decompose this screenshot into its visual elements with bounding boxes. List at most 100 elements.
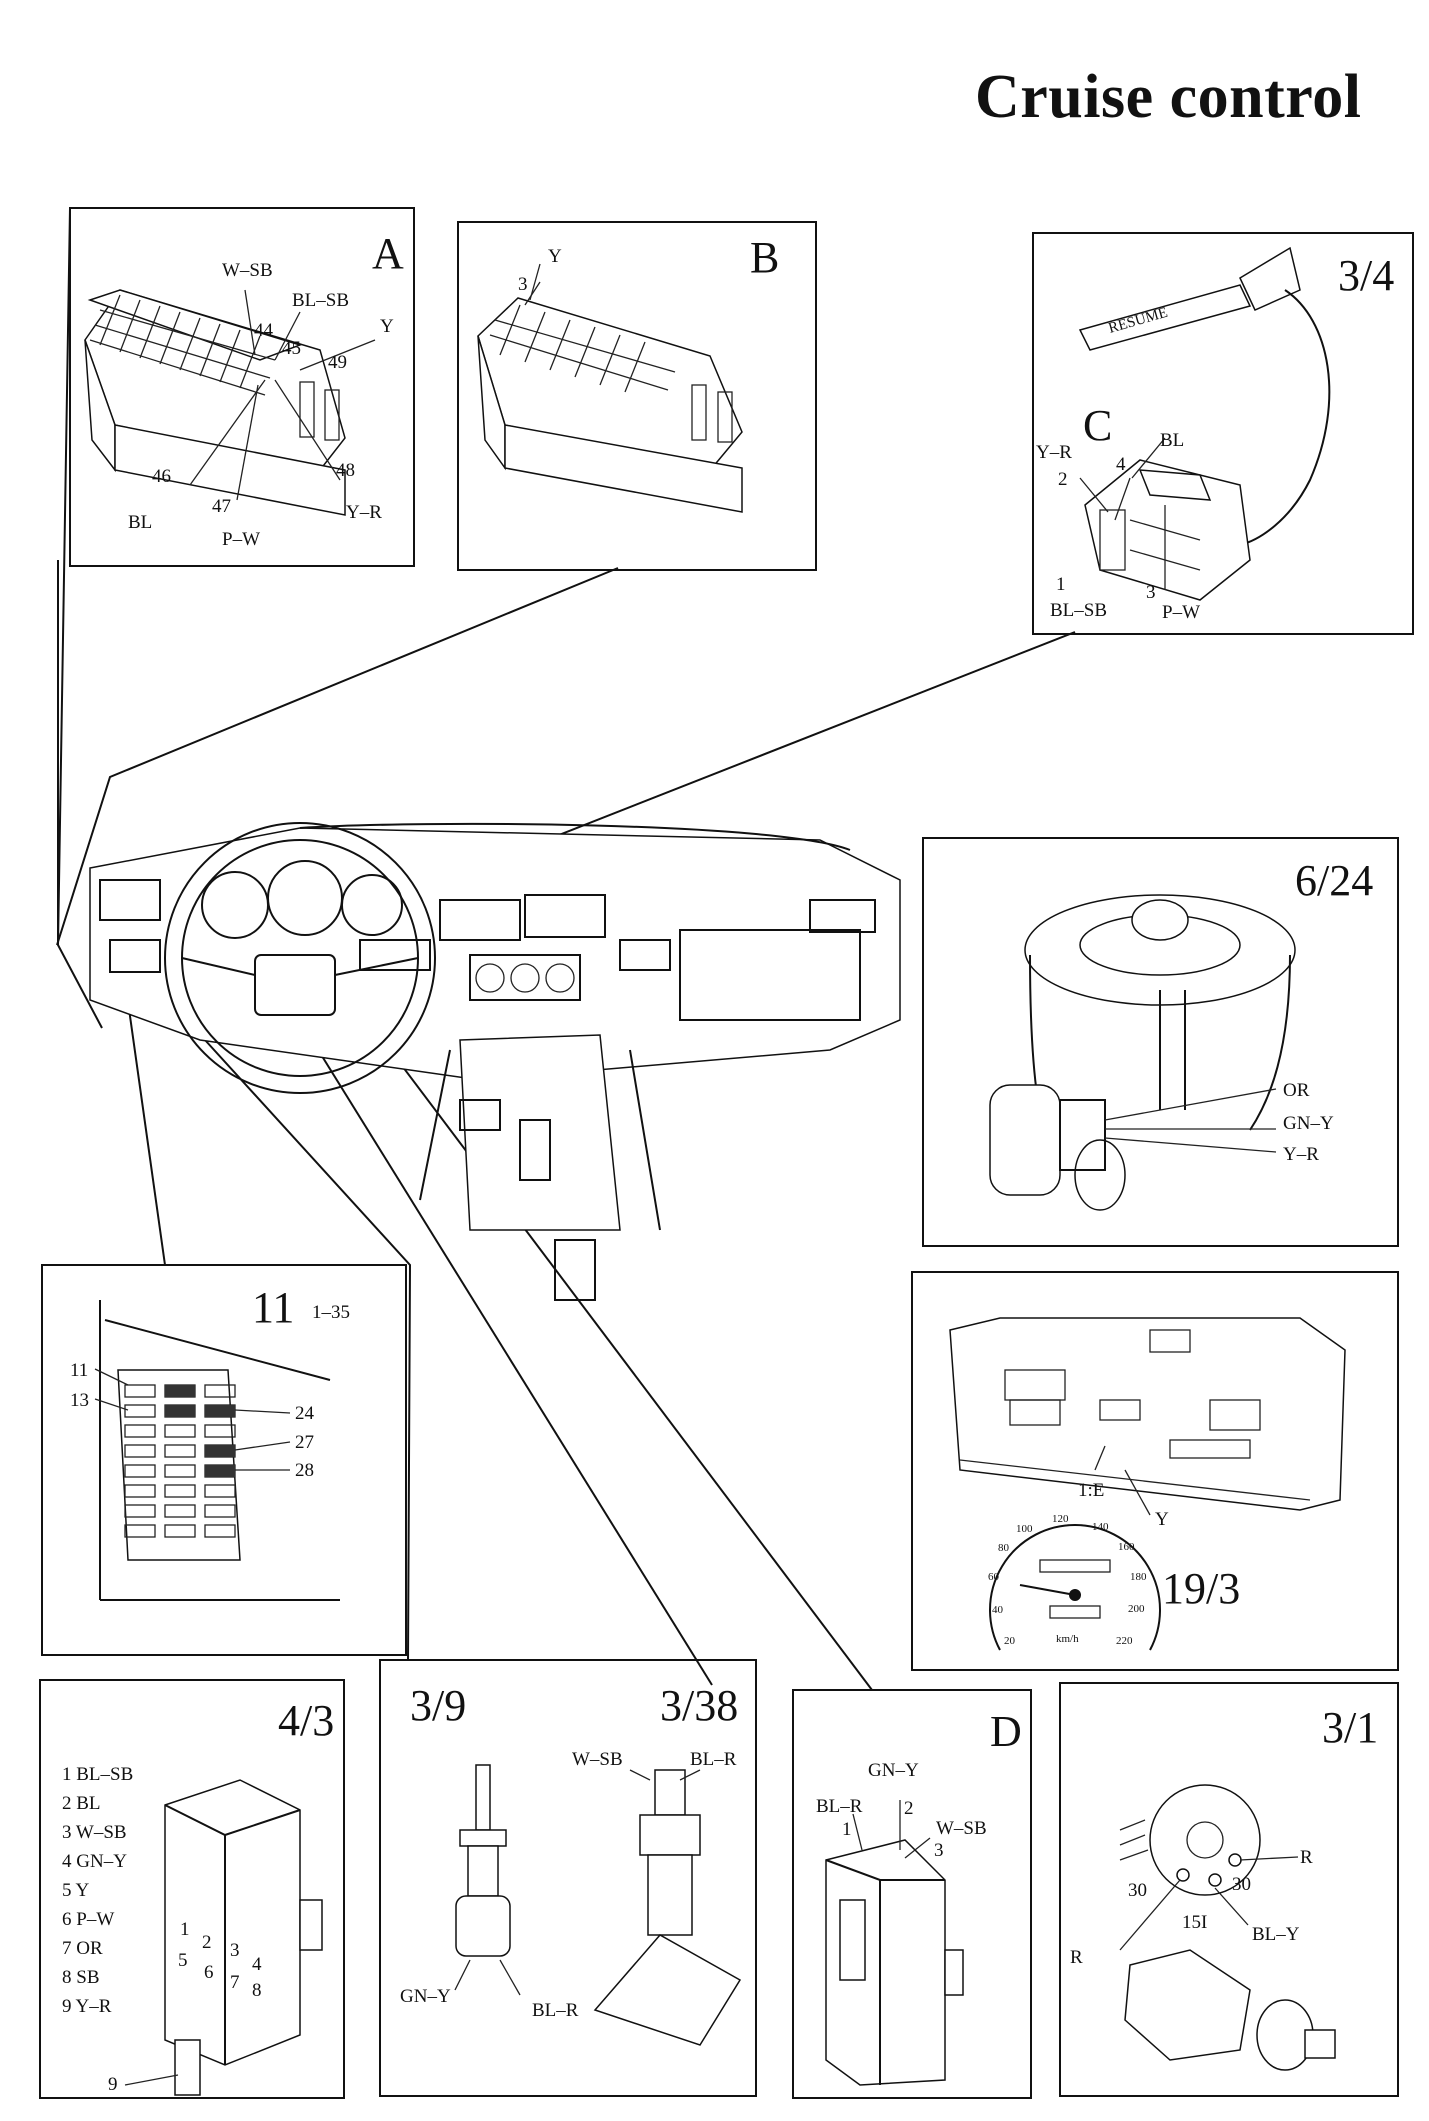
label-6-24-y-r: Y–R bbox=[1283, 1144, 1319, 1165]
panel-19-3-id: 19/3 bbox=[1162, 1564, 1240, 1613]
label-c-bl-sb: BL–SB bbox=[1050, 600, 1107, 621]
label-a-44: 44 bbox=[254, 320, 274, 341]
label-a-46: 46 bbox=[152, 466, 171, 487]
module-pin-5: 5 bbox=[178, 1950, 188, 1971]
speedometer-image: 20 40 60 80 100 120 140 160 180 200 220 … bbox=[988, 1513, 1161, 1651]
label-a-45: 45 bbox=[282, 338, 301, 359]
speedo-100: 100 bbox=[1016, 1523, 1033, 1535]
label-11-24: 24 bbox=[295, 1403, 315, 1424]
panel-3-9-id: 3/9 bbox=[410, 1681, 466, 1730]
label-b-3: 3 bbox=[518, 274, 528, 295]
panel-d: D GN–Y BL–R 2 W–SB 1 3 bbox=[792, 1689, 1032, 2099]
connector-a-image bbox=[84, 289, 346, 516]
module-wire-6: 6 P–W bbox=[62, 1909, 114, 1930]
label-3-9-gn-y: GN–Y bbox=[400, 1986, 451, 2007]
module-wire-1: 1 BL–SB bbox=[62, 1764, 133, 1785]
label-d-3: 3 bbox=[934, 1840, 944, 1861]
label-c-p-w: P–W bbox=[1162, 602, 1200, 623]
panel-4-3-id: 4/3 bbox=[278, 1696, 334, 1745]
module-pin-9: 9 bbox=[108, 2074, 118, 2095]
label-a-p-w: P–W bbox=[222, 529, 260, 550]
panel-b-id: B bbox=[750, 233, 779, 282]
panel-19-3: 19/3 1:E Y 20 40 60 bbox=[911, 1271, 1399, 1671]
label-c-2: 2 bbox=[1058, 469, 1068, 490]
speedo-140: 140 bbox=[1092, 1521, 1109, 1533]
module-box-image bbox=[164, 1779, 323, 2096]
label-3-38-bl-r: BL–R bbox=[690, 1749, 737, 1770]
speedo-120: 120 bbox=[1052, 1513, 1069, 1525]
module-wire-9: 9 Y–R bbox=[62, 1996, 112, 2017]
module-wire-4: 4 GN–Y bbox=[62, 1851, 127, 1872]
panel-3-1: 3/1 R 30 30 15I BL–Y R bbox=[1059, 1682, 1399, 2097]
panel-3-9-3-38: 3/9 3/38 W–SB BL–R GN–Y BL–R bbox=[379, 1659, 757, 2097]
label-d-gn-y: GN–Y bbox=[868, 1760, 919, 1781]
dashboard-image bbox=[89, 822, 901, 1301]
label-6-24-gn-y: GN–Y bbox=[1283, 1113, 1334, 1134]
label-19-3-y: Y bbox=[1155, 1509, 1169, 1530]
module-wire-2: 2 BL bbox=[62, 1793, 101, 1814]
label-3-1-bl-y: BL–Y bbox=[1252, 1924, 1300, 1945]
label-a-48: 48 bbox=[336, 460, 355, 481]
label-c-y-r: Y–R bbox=[1036, 442, 1072, 463]
page-title: Cruise control bbox=[975, 63, 1362, 131]
label-c-bl: BL bbox=[1160, 430, 1184, 451]
label-c-3: 3 bbox=[1146, 582, 1156, 603]
label-a-49: 49 bbox=[328, 352, 347, 373]
fuse-box-image bbox=[94, 1300, 340, 1601]
panel-6-24: 6/24 OR GN–Y Y–R bbox=[922, 837, 1399, 1247]
label-11-13: 13 bbox=[70, 1390, 89, 1411]
label-3-1-r2: R bbox=[1070, 1947, 1083, 1968]
label-d-1: 1 bbox=[842, 1819, 852, 1840]
panel-11: 11 1–35 bbox=[41, 1264, 407, 1656]
label-19-3-1-e: 1:E bbox=[1078, 1480, 1104, 1501]
panel-b: B Y 3 bbox=[457, 221, 817, 571]
panel-c: 3/4 C RESUME BL Y–R 2 4 1 BL–SB 3 P–W bbox=[1032, 232, 1414, 635]
label-3-1-30a: 30 bbox=[1128, 1880, 1147, 1901]
panel-11-range: 1–35 bbox=[312, 1302, 350, 1323]
module-wire-5: 5 Y bbox=[62, 1880, 90, 1901]
module-pin-7: 7 bbox=[230, 1972, 240, 1993]
module-wire-8: 8 SB bbox=[62, 1967, 100, 1988]
clutch-switch-3-38-image bbox=[593, 1769, 742, 2046]
label-c-4: 4 bbox=[1116, 454, 1126, 475]
module-wire-7: 7 OR bbox=[62, 1938, 103, 1959]
connector-a-leaders bbox=[189, 289, 376, 501]
label-3-9-bl-r: BL–R bbox=[532, 2000, 579, 2021]
leader-lines bbox=[56, 207, 1076, 1691]
label-a-bl-sb: BL–SB bbox=[292, 290, 349, 311]
label-d-2: 2 bbox=[904, 1798, 914, 1819]
speedo-unit: km/h bbox=[1056, 1633, 1079, 1645]
module-pin-4: 4 bbox=[252, 1954, 262, 1975]
label-6-24-or: OR bbox=[1283, 1080, 1310, 1101]
speedo-80: 80 bbox=[998, 1542, 1010, 1554]
label-3-1-30b: 30 bbox=[1232, 1874, 1251, 1895]
connector-d-image bbox=[825, 1800, 964, 2086]
connector-b-image bbox=[477, 263, 743, 513]
module-wire-3: 3 W–SB bbox=[62, 1822, 127, 1843]
label-3-1-r: R bbox=[1300, 1847, 1313, 1868]
panel-3-38-id: 3/38 bbox=[660, 1681, 738, 1730]
panel-11-id: 11 bbox=[252, 1283, 294, 1332]
panel-6-24-id: 6/24 bbox=[1295, 856, 1373, 905]
label-a-bl: BL bbox=[128, 512, 152, 533]
module-pin-2: 2 bbox=[202, 1932, 212, 1953]
label-d-bl-r: BL–R bbox=[816, 1796, 863, 1817]
panel-d-id: D bbox=[990, 1707, 1022, 1756]
panel-c-id: 3/4 bbox=[1338, 251, 1394, 300]
label-b-y: Y bbox=[548, 246, 562, 267]
speedo-160: 160 bbox=[1118, 1541, 1135, 1553]
label-a-y-r: Y–R bbox=[346, 502, 382, 523]
label-11-28: 28 bbox=[295, 1460, 314, 1481]
stalk-switch-image: RESUME bbox=[1078, 246, 1331, 601]
panel-a: A W–SB BL–SB Y 44 bbox=[69, 207, 415, 567]
panel-a-id: A bbox=[372, 229, 404, 278]
speedo-20: 20 bbox=[1004, 1635, 1016, 1647]
panel-4-3: 4/3 1 BL–SB 2 BL 3 W–SB 4 GN–Y 5 Y 6 P–W… bbox=[39, 1679, 345, 2099]
steering-switch-image bbox=[989, 894, 1296, 1211]
label-11-11: 11 bbox=[70, 1360, 88, 1381]
label-11-27: 27 bbox=[295, 1432, 314, 1453]
label-c-1: 1 bbox=[1056, 574, 1066, 595]
label-a-47: 47 bbox=[212, 496, 231, 517]
brake-switch-3-9-image bbox=[454, 1764, 521, 1996]
